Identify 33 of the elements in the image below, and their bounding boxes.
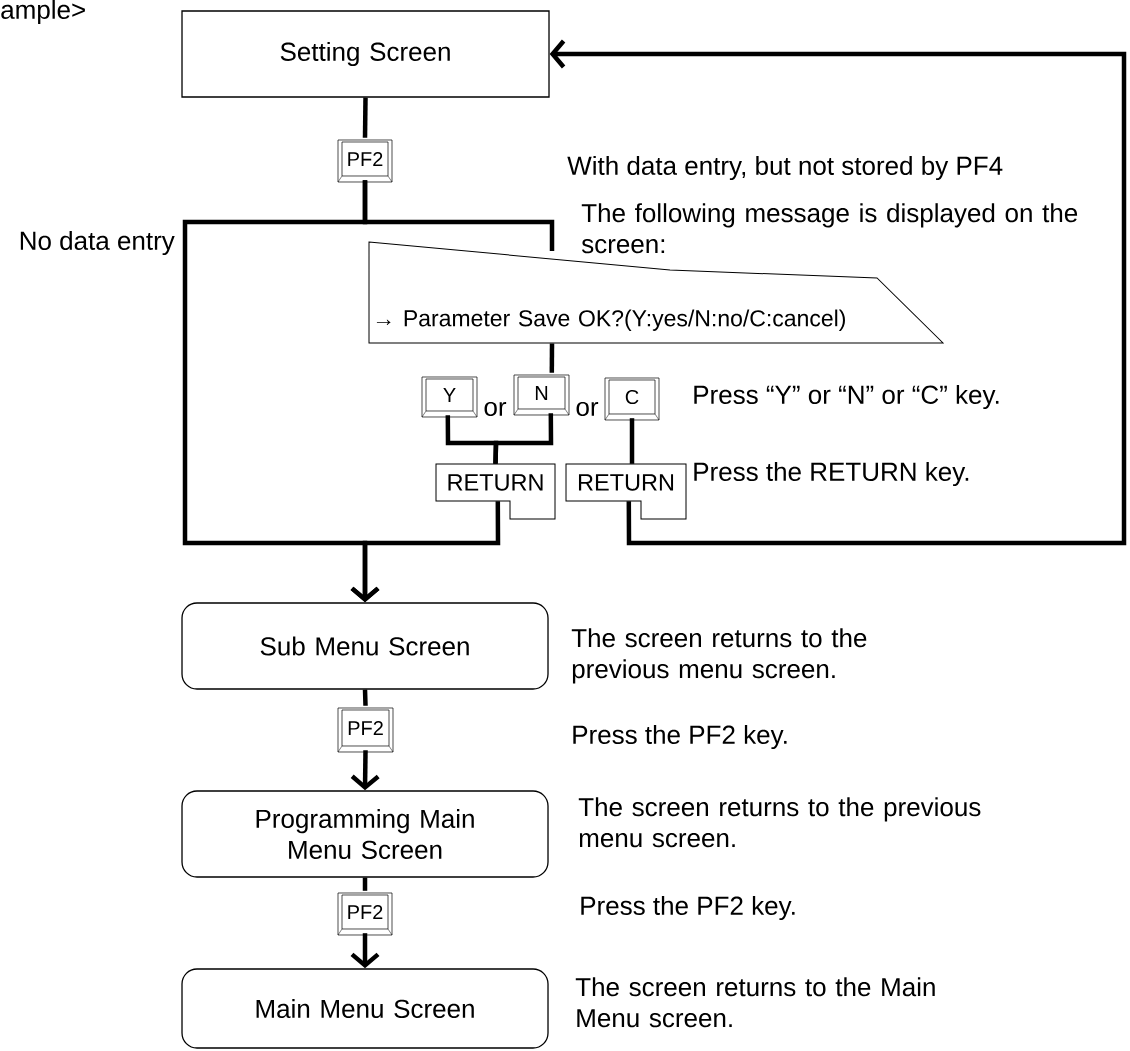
arrow [350,501,501,603]
connector-line [362,689,368,706]
connector-line [362,97,368,138]
instruction-text: Press the PF2 key. [581,895,795,921]
arrow [549,39,1127,546]
connector-line [629,418,635,464]
key-cap: Y [421,376,478,418]
screen-box: Main Menu Screen [181,968,549,1049]
return-key: RETURN [435,463,556,520]
key-cap: PF2 [337,707,394,753]
connector-line [493,413,554,464]
screen-box: Setting Screen [181,10,550,98]
heading-text: ample> [1,0,85,25]
description-text: The following message is displayed on the screen: [581,203,1078,254]
edge-label: No data entry [17,229,176,257]
key-cap: PF2 [337,892,393,936]
connector-line [549,343,555,373]
connector-word: or [484,401,507,417]
edge-label: With data entry, but not stored by PF4 [566,154,1005,182]
key-cap: PF2 [337,139,393,183]
instruction-text: Press the RETURN key. [694,461,969,487]
return-key: RETURN [565,463,687,520]
description-text: The screen returns to the previous menu screen. [578,797,981,848]
description-text: The screen returns to the Main Menu screen. [575,977,935,1028]
connector-line [362,877,368,891]
instruction-text: Press the PF2 key. [573,724,787,750]
instruction-text: Press “Y” or “N” or “C” key. [694,384,999,410]
description-text: The screen returns to the previous menu screen. [571,628,867,684]
key-cap: C [604,377,660,421]
screen-box: Programming Main Menu Screen [181,790,549,878]
connector-word: or [576,401,599,417]
screen-box: Sub Menu Screen [181,602,549,690]
key-cap: N [513,374,570,416]
